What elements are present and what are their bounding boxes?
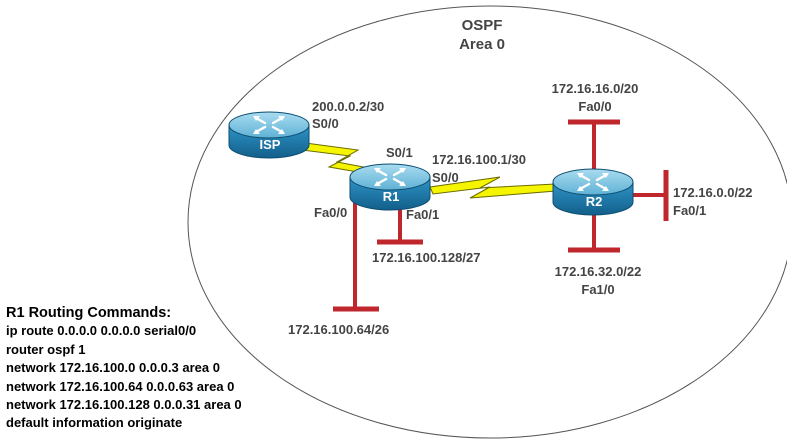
- command-line: ip route 0.0.0.0 0.0.0.0 serial0/0: [6, 323, 197, 339]
- isp-s00-label: S0/0: [312, 116, 339, 131]
- ospf-area-boundary: [187, 5, 787, 439]
- r1-serial-network-label: 172.16.100.1/30: [432, 152, 526, 167]
- r2-right-network-label: 172.16.0.0/22: [673, 185, 753, 200]
- command-line: network 172.16.100.64 0.0.0.63 area 0: [6, 378, 235, 394]
- r1-fa00-label: Fa0/0: [314, 205, 347, 220]
- area-number: Area 0: [459, 36, 505, 53]
- r2-bottom-interface-label: Fa1/0: [581, 282, 614, 297]
- router-r1-name: R1: [383, 189, 400, 204]
- commands-title: R1 Routing Commands:: [6, 305, 172, 321]
- area-title: OSPF: [462, 17, 503, 34]
- command-line: network 172.16.100.0 0.0.0.3 area 0: [6, 360, 220, 376]
- router-r1: R1: [348, 162, 432, 212]
- command-line: default information originate: [6, 415, 183, 431]
- r2-top-network-label: 172.16.16.0/20: [552, 81, 639, 96]
- r1-lan128-label: 172.16.100.128/27: [372, 250, 480, 265]
- router-isp: ISP: [227, 110, 311, 160]
- isp-network-label: 200.0.0.2/30: [312, 99, 384, 114]
- r1-s01-label: S0/1: [386, 145, 413, 160]
- router-isp-name: ISP: [260, 137, 281, 152]
- r1-fa01-label: Fa0/1: [406, 207, 439, 222]
- router-r2: R2: [551, 167, 635, 217]
- r1-lan64-label: 172.16.100.64/26: [288, 322, 389, 337]
- r1-routing-commands: R1 Routing Commands: ip route 0.0.0.0 0.…: [6, 304, 242, 433]
- command-line: network 172.16.100.128 0.0.0.31 area 0: [6, 397, 242, 413]
- router-r2-name: R2: [586, 194, 603, 209]
- r2-top-interface-label: Fa0/0: [578, 99, 611, 114]
- r2-bottom-network-label: 172.16.32.0/22: [555, 264, 642, 279]
- r2-right-interface-label: Fa0/1: [673, 203, 706, 218]
- r1-s00-label: S0/0: [432, 170, 459, 185]
- command-line: router ospf 1: [6, 341, 86, 357]
